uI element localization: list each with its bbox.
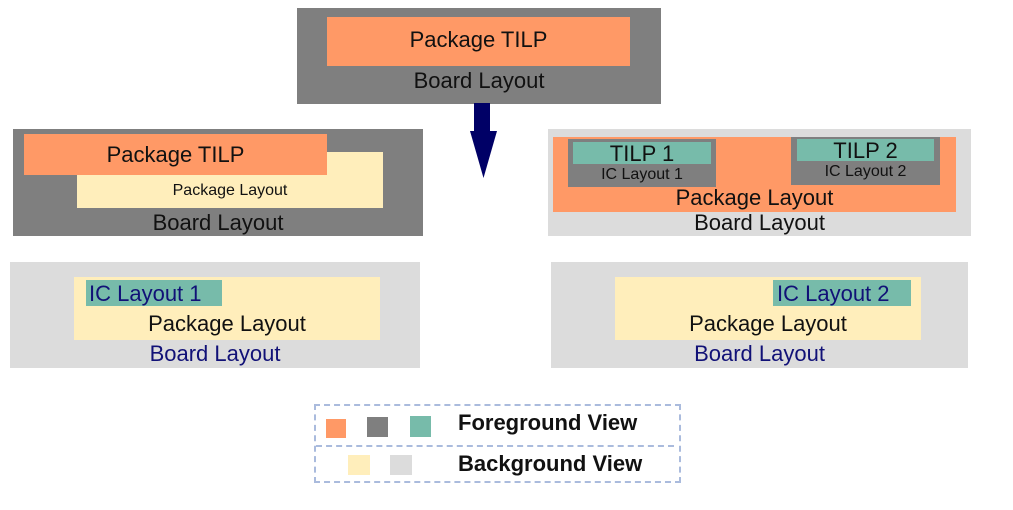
bottom-right-board-layout-label: Board Layout bbox=[694, 341, 825, 366]
bottom-left-board-layout: IC Layout 1 Package Layout Board Layout bbox=[10, 262, 420, 368]
tilp-1-label: TILP 1 bbox=[609, 141, 675, 166]
legend-foreground-label: Foreground View bbox=[458, 410, 638, 435]
bottom-right-ic-layout-label: IC Layout 2 bbox=[777, 281, 890, 306]
top-package-tilp-label: Package TILP bbox=[409, 27, 548, 52]
ic-layout-2-box: TILP 2 IC Layout 2 bbox=[791, 137, 940, 185]
top-board-layout-label: Board Layout bbox=[413, 68, 545, 93]
legend-swatch-foreground-orange bbox=[326, 419, 346, 438]
legend-swatch-background-gray bbox=[390, 455, 412, 475]
legend-divider bbox=[316, 445, 674, 447]
bottom-left-package-layout: IC Layout 1 Package Layout bbox=[74, 277, 380, 340]
bottom-right-board-layout: IC Layout 2 Package Layout Board Layout bbox=[551, 262, 968, 368]
middle-right-package-layout-label: Package Layout bbox=[675, 185, 834, 210]
legend-swatch-foreground-gray bbox=[367, 417, 388, 437]
bottom-left-package-layout-label: Package Layout bbox=[148, 311, 306, 336]
middle-left-board-layout: Package Layout Package TILP Board Layout bbox=[13, 129, 423, 236]
ic-layout-2-label: IC Layout 2 bbox=[824, 163, 907, 180]
middle-left-package-tilp-label: Package TILP bbox=[106, 142, 245, 167]
legend: Foreground View Background View bbox=[314, 404, 681, 483]
middle-right-package-layout: TILP 1 IC Layout 1 TILP 2 IC Layout 2 Pa… bbox=[553, 137, 956, 212]
legend-swatch-background-cream bbox=[348, 455, 370, 475]
bottom-left-board-layout-label: Board Layout bbox=[149, 341, 281, 366]
ic-layout-1-box: TILP 1 IC Layout 1 bbox=[568, 139, 716, 187]
tilp-1-box: TILP 1 bbox=[573, 141, 711, 166]
top-package-tilp: Package TILP bbox=[327, 17, 630, 66]
middle-right-board-layout-label: Board Layout bbox=[694, 210, 825, 235]
tilp-2-label: TILP 2 bbox=[833, 138, 898, 163]
bottom-left-ic-layout-box: IC Layout 1 bbox=[86, 280, 222, 306]
bottom-right-package-layout: IC Layout 2 Package Layout bbox=[615, 277, 921, 340]
legend-background-label: Background View bbox=[458, 451, 643, 476]
bottom-right-ic-layout-box: IC Layout 2 bbox=[773, 280, 911, 306]
legend-swatch-foreground-teal bbox=[410, 416, 431, 437]
middle-left-package-layout-label: Package Layout bbox=[172, 182, 288, 199]
ic-layout-1-label: IC Layout 1 bbox=[601, 166, 683, 183]
bottom-left-ic-layout-label: IC Layout 1 bbox=[89, 281, 202, 306]
middle-left-board-layout-label: Board Layout bbox=[152, 210, 284, 235]
middle-right-board-layout: TILP 1 IC Layout 1 TILP 2 IC Layout 2 Pa… bbox=[548, 129, 971, 236]
arrow-down-icon bbox=[470, 103, 497, 178]
middle-left-package-tilp: Package TILP bbox=[24, 134, 327, 175]
top-board-layout: Package TILP Board Layout bbox=[297, 8, 661, 104]
tilp-2-box: TILP 2 bbox=[797, 138, 934, 163]
bottom-right-package-layout-label: Package Layout bbox=[689, 311, 847, 336]
